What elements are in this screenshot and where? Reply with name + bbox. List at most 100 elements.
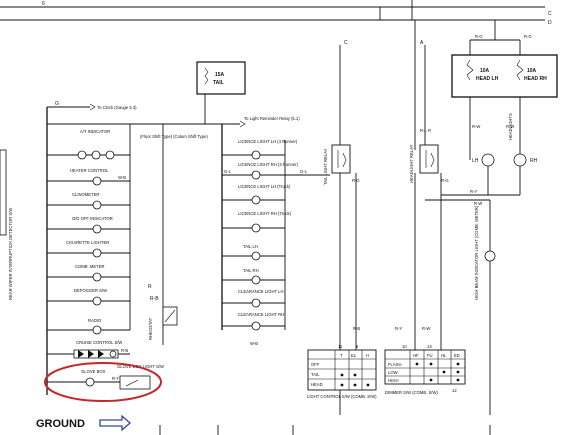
svg-text:OFF: OFF — [311, 362, 320, 367]
licence-light-rh-4runner: LICENCE LIGHT RH (4 Runner) — [238, 162, 299, 180]
svg-text:12: 12 — [452, 388, 457, 393]
glove-box-highlight — [44, 362, 162, 402]
comb-meter: COMB. METER — [47, 264, 130, 282]
headlight-lh — [481, 153, 495, 167]
svg-text:LOW: LOW — [388, 370, 398, 375]
svg-text:G-L: G-L — [300, 169, 308, 174]
svg-text:G-L: G-L — [224, 169, 232, 174]
svg-text:HEAD: HEAD — [311, 382, 323, 387]
svg-text:O/D OFF INDICATOR: O/D OFF INDICATOR — [72, 216, 113, 221]
svg-text:15A: 15A — [215, 72, 225, 78]
svg-text:H: H — [366, 353, 369, 358]
licence-light-lh-4runner: LICENCE LIGHT LH (4 Runner) — [222, 139, 298, 160]
svg-text:13: 13 — [427, 344, 432, 349]
svg-text:A/T INDICATOR: A/T INDICATOR — [80, 129, 110, 134]
svg-text:TAIL: TAIL — [311, 372, 320, 377]
svg-text:R-G: R-G — [441, 178, 449, 183]
radio: RADIO — [47, 318, 130, 335]
svg-text:R-Y: R-Y — [112, 376, 119, 381]
od-off-indicator: O/D OFF INDICATOR — [47, 216, 130, 234]
svg-text:LICENCE LIGHT LH (Truck): LICENCE LIGHT LH (Truck) — [238, 184, 291, 189]
clinometer: CLINOMETER — [47, 192, 130, 210]
wire-rb-left: R-B — [150, 296, 159, 302]
rear-wiper-detector-label: REAR WIPER INTERRUPTION DETECTOR S/W — [8, 208, 13, 300]
svg-text:(Floor Shift Type) (Colum Shif: (Floor Shift Type) (Colum Shift Type) — [140, 134, 208, 139]
licence-light-lh-truck: LICENCE LIGHT LH (Truck) — [222, 184, 291, 205]
top-reference-lines: 6 C D — [0, 0, 552, 26]
svg-text:DEFOGGER S/W: DEFOGGER S/W — [74, 288, 107, 293]
clearance-light-lh: CLEARANCE LIGHT LH — [222, 289, 285, 308]
indicator-list: A/T INDICATOR (Floor Shift Type) (Colum … — [47, 129, 208, 390]
page-number: 6 — [42, 1, 45, 7]
head-relay-label: HEADLIGHT RELAY — [409, 144, 414, 183]
svg-text:TAIL RH: TAIL RH — [243, 268, 259, 273]
tail-rh: TAIL RH — [222, 268, 285, 285]
to-clock-label: To Clock (Gauge 5.3) — [97, 105, 137, 110]
svg-text:LICENCE LIGHT RH (Truck): LICENCE LIGHT RH (Truck) — [238, 211, 292, 216]
svg-text:R-B: R-B — [121, 348, 128, 353]
wire-r-left: R — [148, 284, 152, 290]
licence-light-rh-truck: LICENCE LIGHT RH (Truck) — [222, 211, 292, 233]
svg-text:CIGARETTE LIGHTER: CIGARETTE LIGHTER — [66, 240, 109, 245]
svg-text:LIGHT CONTROL S/W (COMB. S/W): LIGHT CONTROL S/W (COMB. S/W) — [307, 394, 377, 399]
ref-d: D — [548, 20, 552, 26]
at-indicator: A/T INDICATOR (Floor Shift Type) (Colum … — [47, 129, 208, 160]
tail-relay-label: TAIL LIGHT RELAY — [323, 148, 328, 185]
clearance-light-rh: CLEARANCE LIGHT RH — [222, 312, 285, 331]
svg-text:LH: LH — [472, 158, 479, 164]
svg-text:DIMMER S/W (COMB. S/W): DIMMER S/W (COMB. S/W) — [385, 390, 438, 395]
svg-text:COMB. METER: COMB. METER — [75, 264, 105, 269]
svg-text:9: 9 — [356, 344, 359, 349]
svg-text:LICENCE LIGHT RH (4 Runner): LICENCE LIGHT RH (4 Runner) — [238, 162, 299, 167]
heater-control: HEATER CONTROL W-B — [47, 168, 130, 186]
svg-text:TAIL LH: TAIL LH — [243, 244, 258, 249]
svg-text:C: C — [344, 40, 348, 46]
svg-text:R-Y: R-Y — [470, 189, 477, 194]
svg-text:R-W: R-W — [422, 326, 430, 331]
svg-text:RH: RH — [530, 158, 538, 164]
svg-text:HIGH: HIGH — [388, 378, 398, 383]
svg-text:FLASH: FLASH — [388, 362, 402, 367]
wire-g: G — [55, 101, 59, 107]
tail-light-relay: TAIL LIGHT RELAY — [323, 144, 351, 185]
svg-text:CLINOMETER: CLINOMETER — [72, 192, 99, 197]
svg-text:GLOVE BOX: GLOVE BOX — [81, 369, 106, 374]
dimmer-switch: HF FU HL ED FLASH LOW HIGH 10 13 12 DIMM… — [384, 344, 466, 395]
tail-lh: TAIL LH — [222, 244, 285, 261]
svg-text:W-B: W-B — [118, 175, 126, 180]
svg-text:LICENCE LIGHT LH (4 Runner): LICENCE LIGHT LH (4 Runner) — [238, 139, 298, 144]
at-bulb-2 — [91, 150, 101, 160]
svg-text:ED: ED — [454, 353, 460, 358]
svg-text:TAIL: TAIL — [213, 80, 224, 86]
ground-label: GROUND — [36, 418, 85, 430]
svg-text:R-W: R-W — [474, 201, 482, 206]
light-control-switch: T EL H OFF TAIL HEAD 11 9 LIGHT CONTROL … — [307, 344, 377, 399]
ground-arrow-icon — [99, 414, 131, 432]
headlights: LH RH HEADLIGHTS — [472, 113, 538, 167]
rear-wiper-detector: REAR WIPER INTERRUPTION DETECTOR S/W — [0, 149, 13, 300]
svg-text:R-W: R-W — [472, 124, 480, 129]
svg-text:R-G: R-G — [524, 34, 532, 39]
svg-text:10: 10 — [402, 344, 407, 349]
svg-text:A: A — [420, 40, 424, 46]
svg-text:10A: 10A — [527, 68, 537, 74]
svg-text:CLEARANCE LIGHT RH: CLEARANCE LIGHT RH — [238, 312, 284, 317]
headlight-rh — [513, 153, 527, 167]
ref-c: C — [548, 11, 552, 17]
svg-text:11: 11 — [338, 344, 343, 349]
svg-text:R-Y: R-Y — [395, 326, 402, 331]
svg-text:EL: EL — [351, 353, 357, 358]
cruise-control-sw: CRUISE CONTROL S/W R-B — [47, 340, 130, 359]
svg-text:R-G: R-G — [475, 34, 483, 39]
defogger-sw: DEFOGGER S/W — [47, 288, 130, 306]
headlight-fuse-box: R-G R-G 10A HEAD LH 10A HEAD RH — [451, 20, 558, 98]
svg-text:HEAD RH: HEAD RH — [524, 76, 547, 82]
at-bulb-1 — [77, 150, 87, 160]
rheostat: RHEOSTAT — [148, 306, 178, 340]
tail-fuse: 15A TAIL — [196, 61, 246, 95]
to-light-reminder-label: To Light Reminder Relay (5.1) — [244, 116, 300, 121]
svg-text:RADIO: RADIO — [88, 318, 102, 323]
svg-text:CLEARANCE LIGHT LH: CLEARANCE LIGHT LH — [238, 289, 284, 294]
cigarette-lighter: CIGARETTE LIGHTER — [47, 240, 130, 258]
